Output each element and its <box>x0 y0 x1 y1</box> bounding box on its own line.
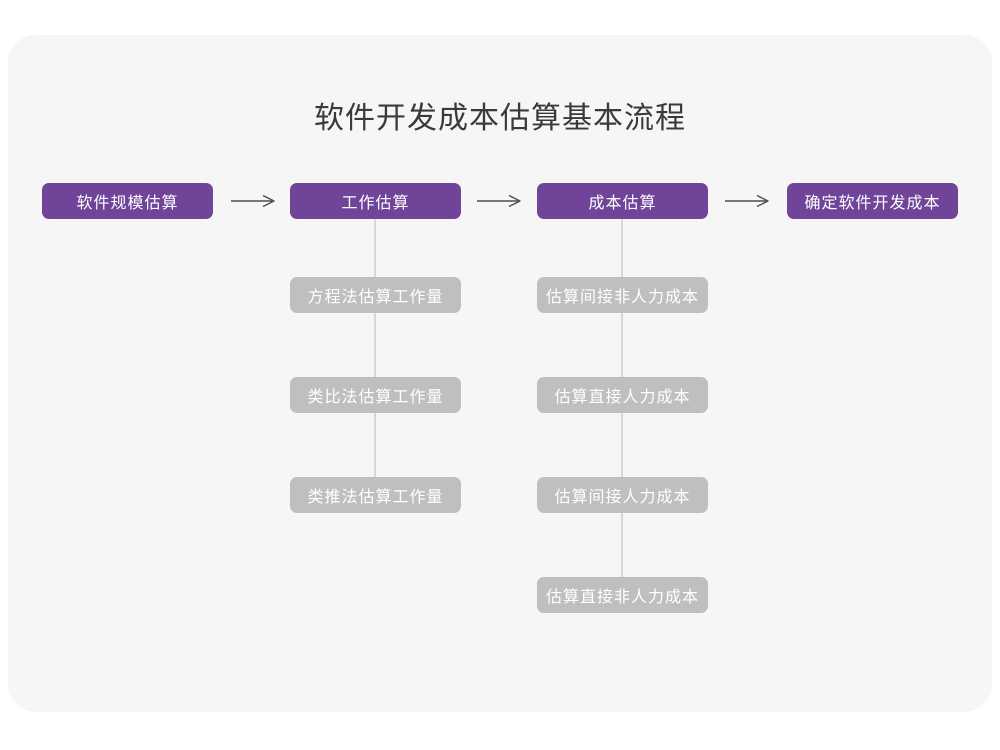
flow-step-effort-estimation: 工作估算 <box>290 183 461 219</box>
flow-step-final-development-cost: 确定软件开发成本 <box>787 183 958 219</box>
effort-method-analogy: 类比法估算工作量 <box>290 377 461 413</box>
arrow-right-icon <box>477 194 521 208</box>
cost-step-direct-nonlabor: 估算直接非人力成本 <box>537 577 708 613</box>
arrow-right-icon <box>725 194 769 208</box>
diagram-canvas <box>8 35 992 712</box>
cost-step-indirect-nonlabor: 估算间接非人力成本 <box>537 277 708 313</box>
diagram-title: 软件开发成本估算基本流程 <box>314 102 686 135</box>
effort-method-extrapolation: 类推法估算工作量 <box>290 477 461 513</box>
cost-step-indirect-labor: 估算间接人力成本 <box>537 477 708 513</box>
effort-method-equation: 方程法估算工作量 <box>290 277 461 313</box>
flow-step-software-size-estimation: 软件规模估算 <box>42 183 213 219</box>
connector-line-effort <box>374 218 376 495</box>
cost-step-direct-labor: 估算直接人力成本 <box>537 377 708 413</box>
flow-step-cost-estimation: 成本估算 <box>537 183 708 219</box>
arrow-right-icon <box>231 194 275 208</box>
